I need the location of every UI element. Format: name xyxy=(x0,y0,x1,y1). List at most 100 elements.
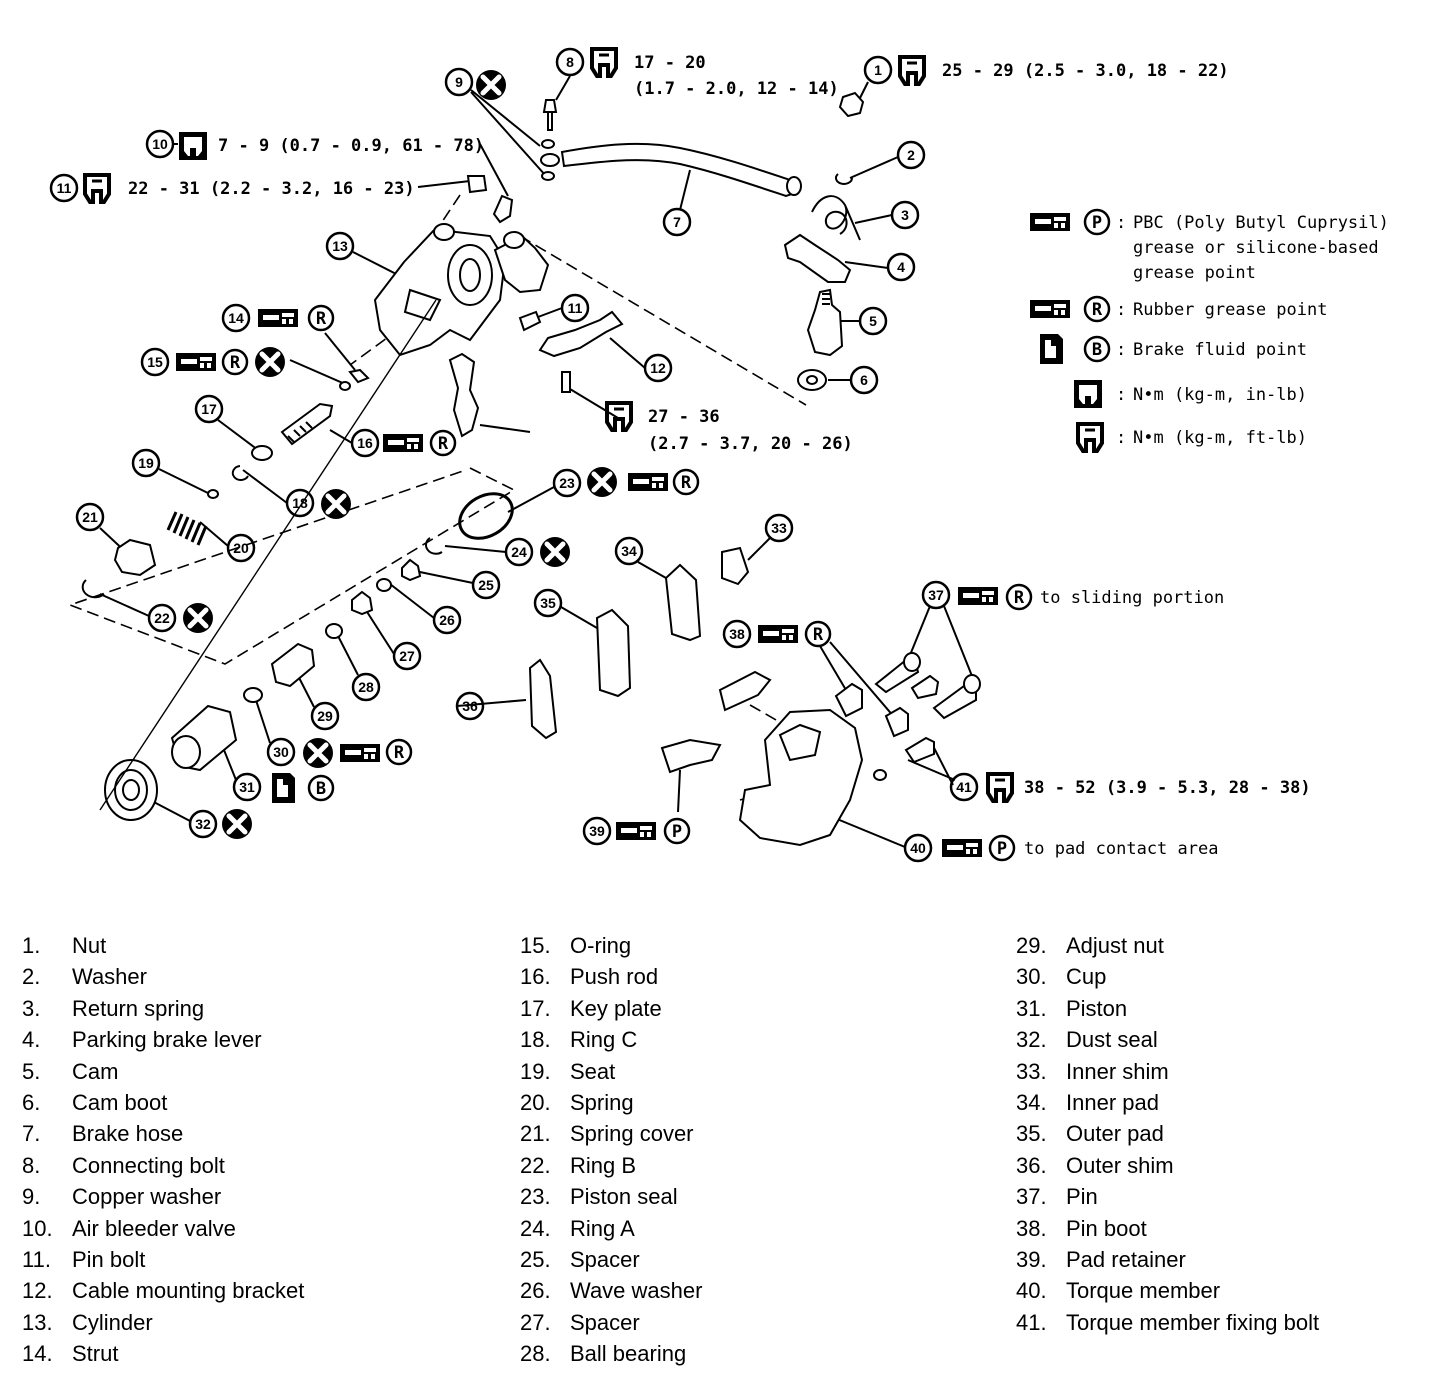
part-number: 32. xyxy=(1016,1027,1047,1053)
air-bleeder-valve xyxy=(492,194,514,224)
list-item: 4.Parking brake lever xyxy=(22,1024,304,1055)
part-name: Dust seal xyxy=(1066,1027,1158,1053)
svg-text:grease or silicone-based: grease or silicone-based xyxy=(1133,238,1379,258)
svg-text:R: R xyxy=(1014,588,1025,608)
svg-text:N•m (kg-m, in-lb): N•m (kg-m, in-lb) xyxy=(1133,385,1307,405)
list-item: 19.Seat xyxy=(520,1056,702,1087)
callout-11a: 11 xyxy=(49,173,79,203)
list-item: 16.Push rod xyxy=(520,961,702,992)
part-number: 12. xyxy=(22,1278,53,1304)
svg-text:35: 35 xyxy=(540,595,556,611)
svg-text:25: 25 xyxy=(478,577,494,593)
list-item: 11.Pin bolt xyxy=(22,1244,304,1275)
part-number: 27. xyxy=(520,1309,551,1335)
callout-24: 24 xyxy=(504,537,534,567)
connecting-bolt xyxy=(542,99,558,131)
list-item: 30.Cup xyxy=(1016,961,1319,992)
callout-10: 10 xyxy=(145,129,175,159)
part-name: Cam xyxy=(72,1058,119,1084)
svg-text:28: 28 xyxy=(358,679,374,695)
part-name: Piston xyxy=(1066,995,1128,1021)
callout-41: 41 xyxy=(949,772,979,802)
list-item: 28. Ball bearing xyxy=(520,1338,702,1369)
part-number: 28. xyxy=(520,1341,551,1367)
list-item: 22.Ring B xyxy=(520,1150,702,1181)
list-item: 7.Brake hose xyxy=(22,1118,304,1149)
svg-text:30: 30 xyxy=(273,744,289,760)
part-name: Cup xyxy=(1066,964,1107,990)
svg-text:32: 32 xyxy=(195,816,211,832)
callout-22: 22 xyxy=(147,603,177,633)
list-item: 36.Outer shim xyxy=(1016,1150,1319,1181)
assembly-axis xyxy=(99,299,437,811)
svg-text:34: 34 xyxy=(621,543,637,559)
symbol-legend: P : PBC (Poly Butyl Cuprysil) grease or … xyxy=(1030,208,1389,453)
svg-text:7: 7 xyxy=(673,214,681,230)
svg-text:(1.7 - 2.0, 12 - 14): (1.7 - 2.0, 12 - 14) xyxy=(634,79,839,99)
nut xyxy=(838,91,865,118)
part-number: 3. xyxy=(22,995,41,1021)
svg-text:11: 11 xyxy=(57,180,72,196)
part-number: 38. xyxy=(1016,1215,1047,1241)
spring-cover xyxy=(113,538,157,577)
return-spring xyxy=(811,195,861,241)
list-item: 17.Key plate xyxy=(520,993,702,1024)
inner-shim xyxy=(721,546,750,586)
svg-text::: : xyxy=(1116,213,1126,233)
part-name: Spacer xyxy=(570,1246,640,1272)
svg-text:12: 12 xyxy=(650,360,666,376)
svg-text:21: 21 xyxy=(82,509,98,525)
callout-18: 18 xyxy=(285,488,315,518)
list-item: 29.Adjust nut xyxy=(1016,930,1319,961)
callout-13: 13 xyxy=(325,231,355,261)
svg-text:grease point: grease point xyxy=(1133,263,1256,283)
part-shapes xyxy=(81,91,981,847)
list-item: 6.Cam boot xyxy=(22,1087,304,1118)
list-item: 27.Spacer xyxy=(520,1307,702,1338)
list-item: 12.Cable mounting bracket xyxy=(22,1275,304,1306)
part-name: Pin boot xyxy=(1066,1215,1147,1241)
svg-text:17 - 20: 17 - 20 xyxy=(634,53,706,73)
part-number: 18. xyxy=(520,1027,551,1053)
brake-hose xyxy=(560,142,800,198)
svg-text:14: 14 xyxy=(228,310,244,326)
svg-text:23: 23 xyxy=(559,475,575,491)
part-name: Strut xyxy=(72,1341,119,1367)
part-name: Torque member fixing bolt xyxy=(1066,1309,1320,1335)
part-name: Adjust nut xyxy=(1066,933,1164,958)
cam xyxy=(806,288,844,357)
callout-25: 25 xyxy=(471,570,501,600)
list-item: 10.Air bleeder valve xyxy=(22,1213,304,1244)
part-name: Pad retainer xyxy=(1066,1246,1186,1272)
list-item: 9.Copper washer xyxy=(22,1181,304,1212)
svg-text:11: 11 xyxy=(568,300,583,316)
pad-retainer xyxy=(660,738,722,774)
svg-text:19: 19 xyxy=(138,455,154,471)
svg-text:Rubber grease point: Rubber grease point xyxy=(1133,300,1327,320)
svg-text:R: R xyxy=(316,309,327,329)
svg-text:38: 38 xyxy=(729,626,745,642)
list-item: 21.Spring cover xyxy=(520,1118,702,1149)
part-number: 4. xyxy=(22,1027,41,1053)
callout-5: 5 xyxy=(858,306,888,336)
part-number: 13. xyxy=(22,1309,53,1335)
part-name: Ball bearing xyxy=(570,1341,687,1367)
list-item: 8.Connecting bolt xyxy=(22,1150,304,1181)
part-name: Spring xyxy=(570,1089,634,1115)
svg-text:36: 36 xyxy=(462,698,478,714)
callout-20: 20 xyxy=(226,533,256,563)
part-name: Washer xyxy=(72,964,147,990)
strut xyxy=(348,368,370,384)
callout-28: 28 xyxy=(351,672,381,702)
part-number: 37. xyxy=(1016,1184,1047,1210)
list-item: 20.Spring xyxy=(520,1087,702,1118)
list-item: 32. Dust seal xyxy=(1016,1024,1319,1055)
svg-text:29: 29 xyxy=(317,708,333,724)
part-name: Outer shim xyxy=(1066,1152,1174,1178)
part-name: Cylinder xyxy=(72,1309,153,1335)
svg-text:(2.7 - 3.7, 20 - 26): (2.7 - 3.7, 20 - 26) xyxy=(648,434,853,454)
callout-31: 31 xyxy=(232,772,262,802)
svg-text:40: 40 xyxy=(910,840,926,856)
